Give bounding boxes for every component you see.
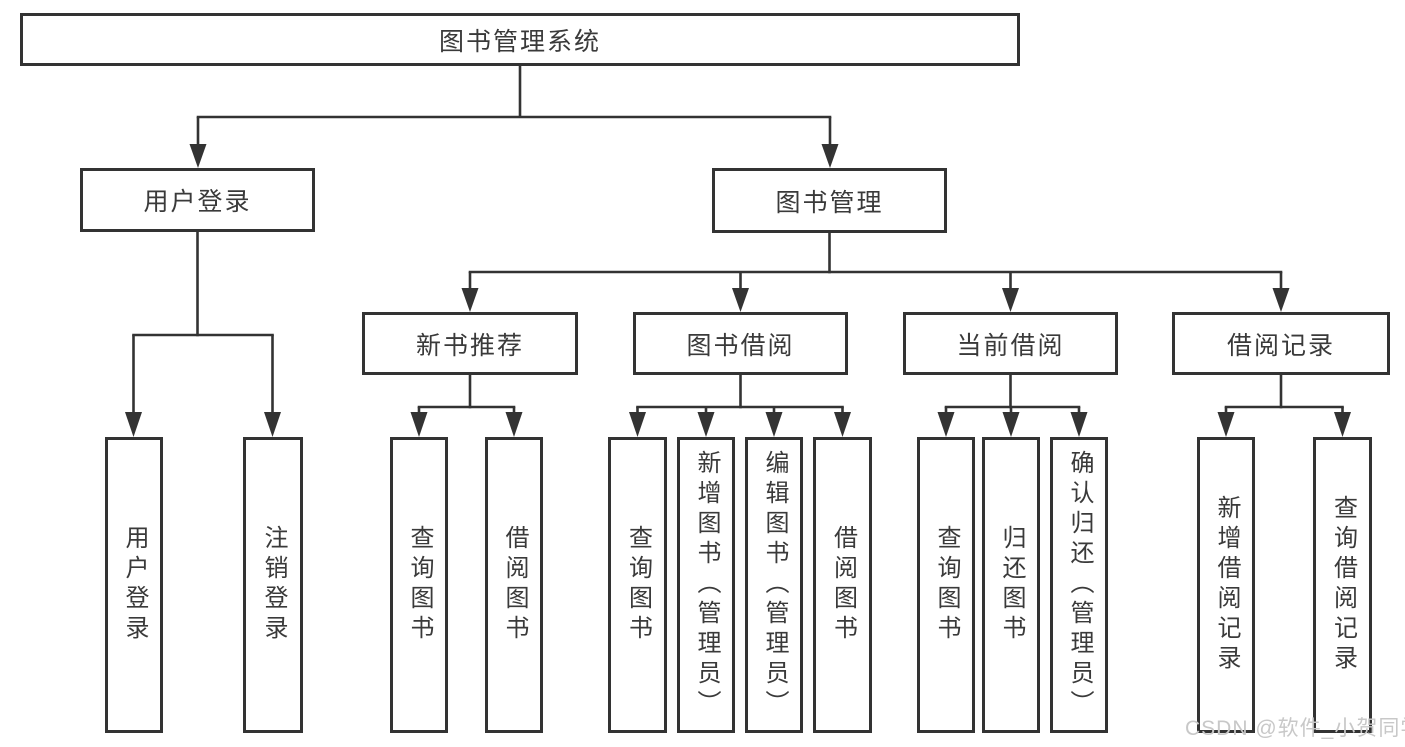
node-book-borrowing-label: 图书借阅 [686, 331, 795, 360]
node-root-label: 图书管理系统 [438, 27, 601, 56]
node-book-management: 图书管理 [712, 168, 947, 233]
leaf-query-books-borrowing: 查询图书 [608, 437, 667, 733]
node-user-login: 用户登录 [80, 168, 315, 232]
leaf-borrow-books-recommend: 借阅图书 [485, 437, 543, 733]
leaf-query-borrow-record: 查询借阅记录 [1313, 437, 1372, 733]
leaf-add-book-admin: 新增图书（管理员） [677, 437, 735, 733]
leaf-return-books: 归还图书 [982, 437, 1040, 733]
leaf-edit-book-admin: 编辑图书（管理员） [745, 437, 803, 733]
node-borrowing-records-label: 借阅记录 [1226, 331, 1335, 360]
node-user-login-label: 用户登录 [143, 188, 252, 216]
leaf-borrow-books: 借阅图书 [813, 437, 872, 733]
node-new-book-recommend: 新书推荐 [362, 312, 578, 375]
node-new-book-recommend-label: 新书推荐 [415, 331, 524, 360]
node-book-management-label: 图书管理 [775, 188, 884, 217]
node-book-borrowing: 图书借阅 [633, 312, 848, 375]
node-root: 图书管理系统 [20, 13, 1020, 66]
csdn-watermark: CSDN @软件_小贺同学 [1185, 717, 1405, 740]
node-current-borrowing: 当前借阅 [903, 312, 1118, 375]
node-borrowing-records: 借阅记录 [1172, 312, 1390, 375]
node-current-borrowing-label: 当前借阅 [956, 331, 1065, 360]
leaf-logout: 注销登录 [243, 437, 303, 733]
leaf-user-login: 用户登录 [105, 437, 163, 733]
leaf-query-books-current: 查询图书 [917, 437, 975, 733]
leaf-add-borrow-record: 新增借阅记录 [1197, 437, 1255, 733]
leaf-query-books-recommend: 查询图书 [390, 437, 448, 733]
leaf-confirm-return-admin: 确认归还（管理员） [1050, 437, 1108, 733]
